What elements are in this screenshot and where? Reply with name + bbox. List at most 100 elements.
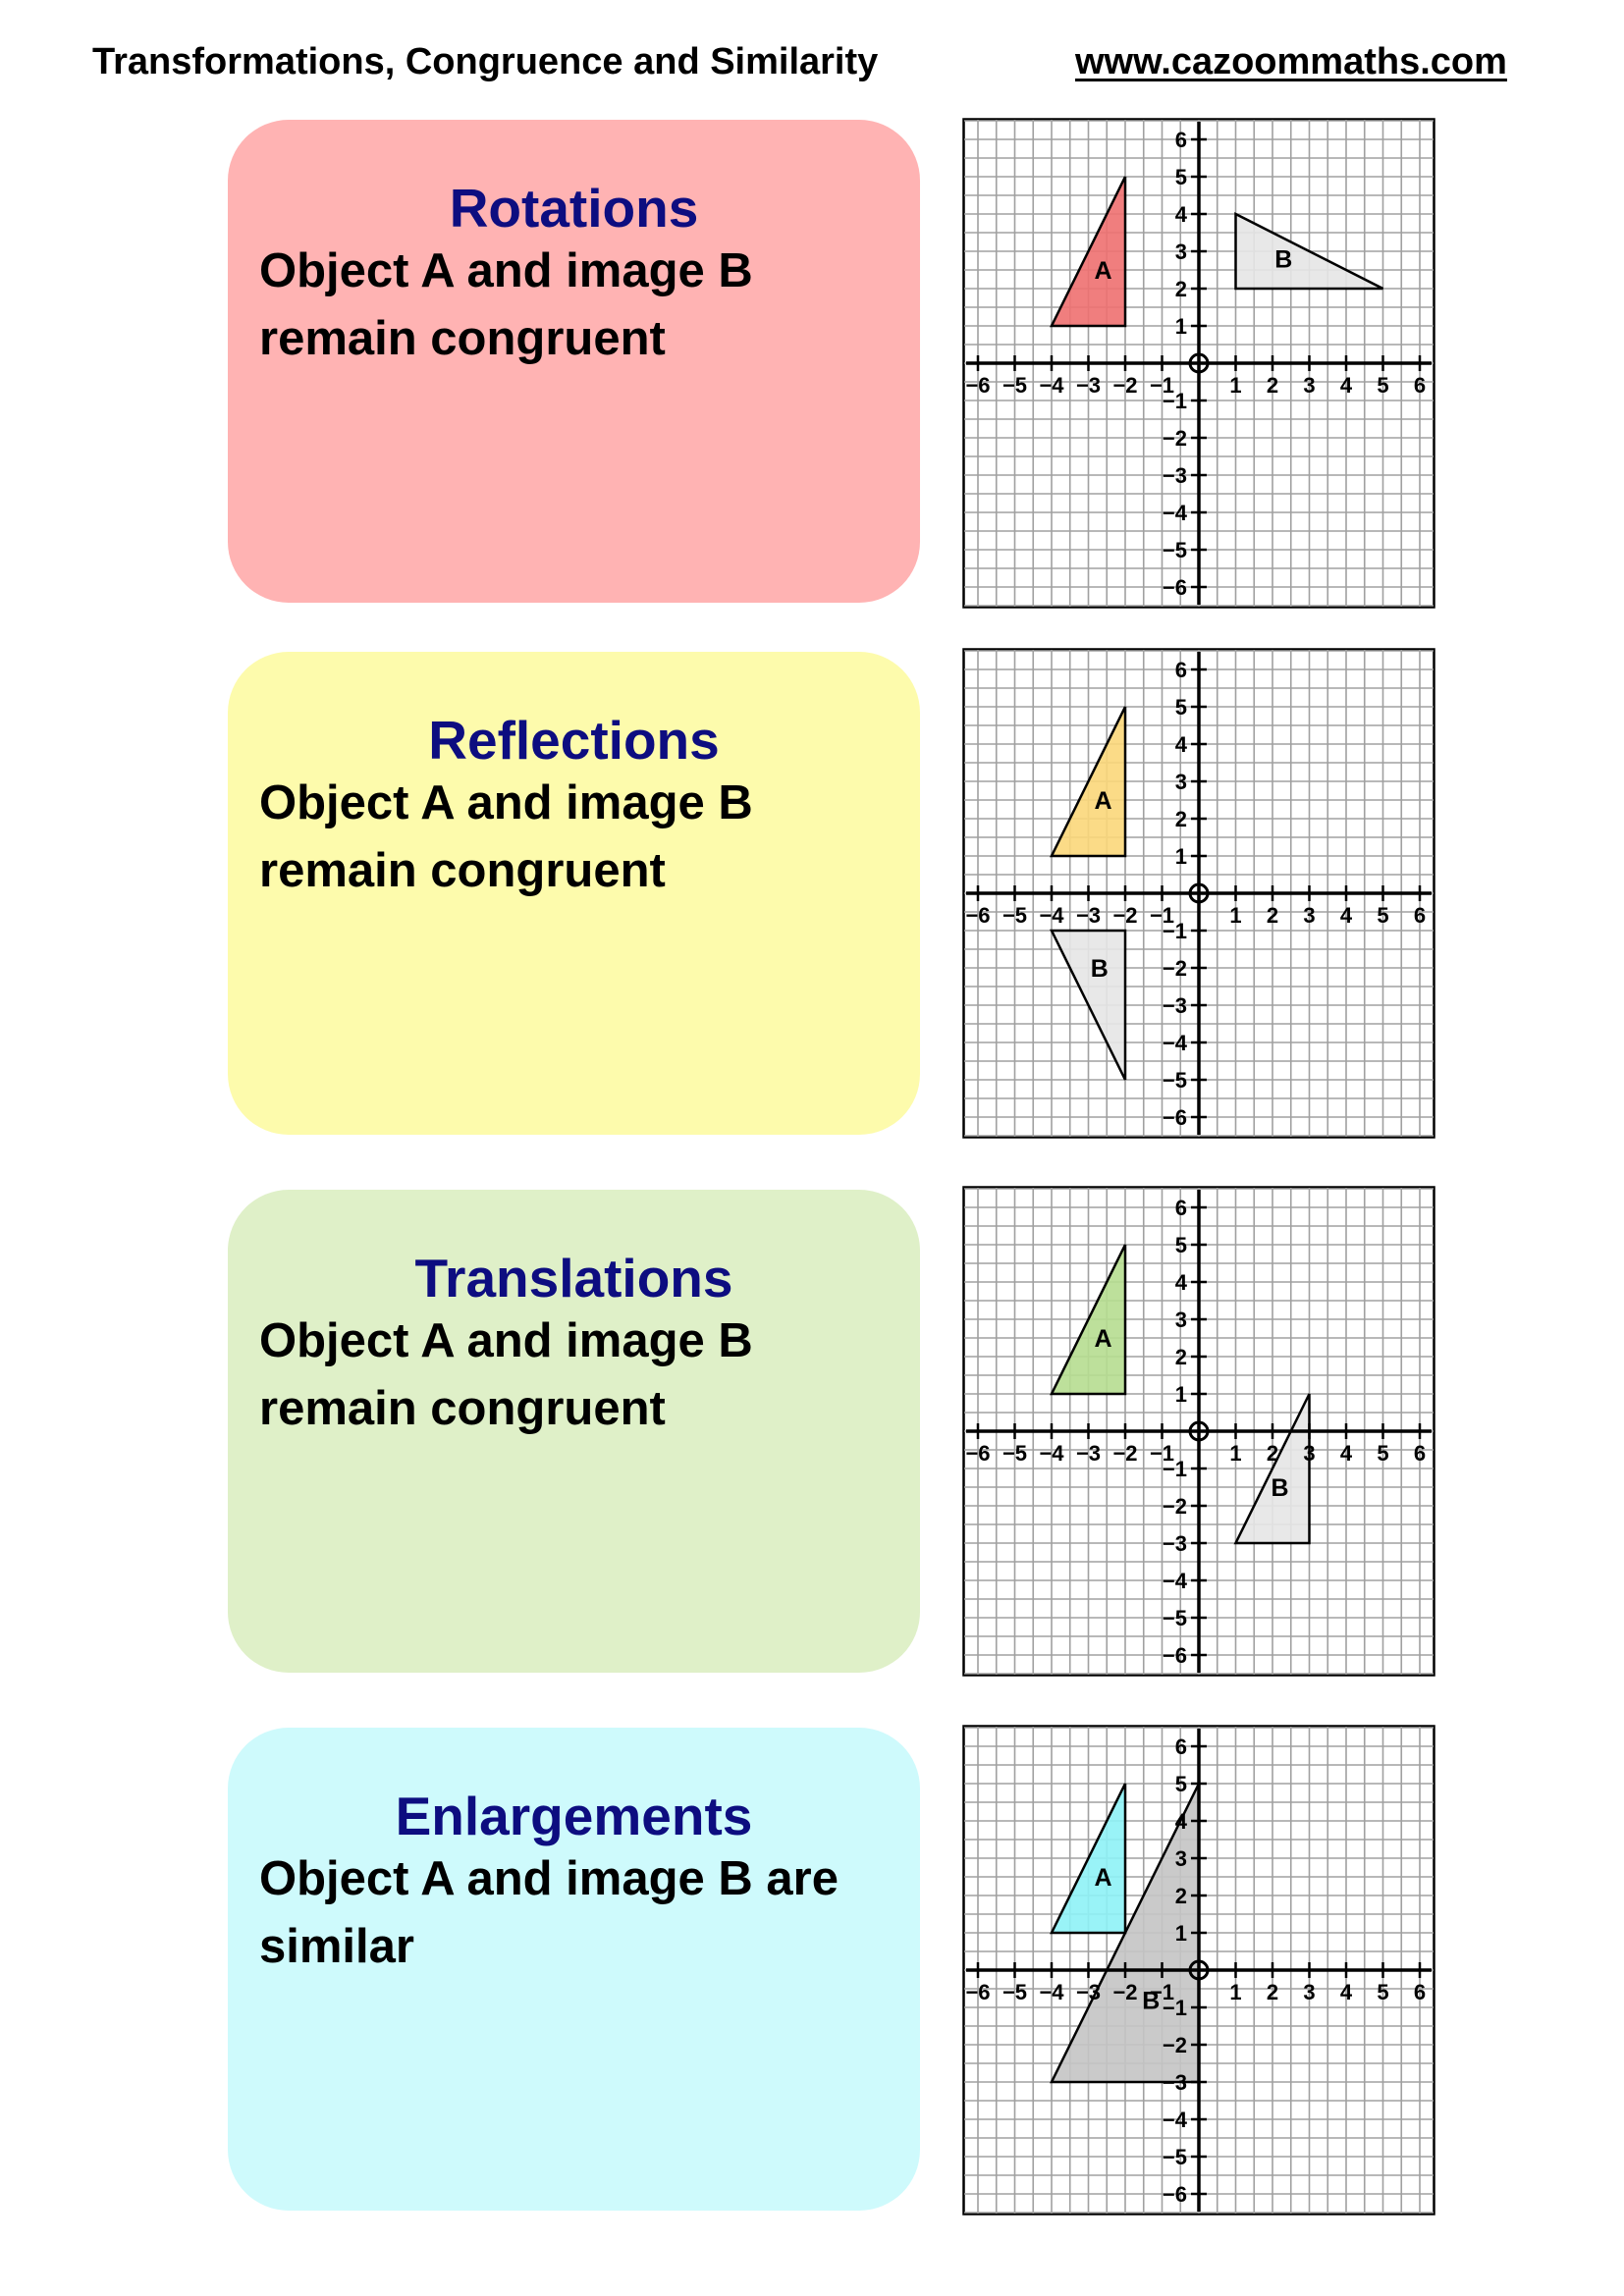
shape-b: [1234, 211, 1384, 291]
x-tick-label: −5: [1002, 1441, 1027, 1466]
x-tick-label: −6: [965, 903, 990, 928]
y-tick-label: −1: [1163, 1457, 1187, 1481]
x-tick-label: −6: [965, 1980, 990, 2004]
y-tick-label: 3: [1175, 240, 1187, 264]
y-tick-label: −6: [1163, 1643, 1187, 1668]
x-tick-label: 5: [1377, 1980, 1388, 2004]
shape-a: [1049, 1244, 1127, 1396]
x-tick-label: 5: [1377, 373, 1388, 398]
origin-marker: [1188, 1959, 1210, 1981]
x-tick-label: −3: [1076, 373, 1101, 398]
y-tick-label: 3: [1175, 1308, 1187, 1332]
x-tick-label: −6: [965, 1441, 990, 1466]
shape-label: B: [1271, 1474, 1288, 1502]
card-title: Rotations: [449, 178, 699, 239]
y-tick-label: −5: [1163, 2145, 1187, 2169]
x-tick-label: 4: [1340, 1980, 1353, 2004]
x-tick-label: 4: [1340, 903, 1353, 928]
card-text-line: Object A and image B: [259, 776, 753, 829]
x-tick-label: 1: [1229, 903, 1241, 928]
card-title: Enlargements: [395, 1786, 753, 1846]
x-tick-label: 2: [1267, 373, 1278, 398]
shape-label: B: [1091, 955, 1109, 983]
website-link[interactable]: www.cazoommaths.com: [1075, 41, 1507, 82]
x-tick-label: −5: [1002, 903, 1027, 928]
x-tick-label: 2: [1267, 1980, 1278, 2004]
origin-marker: [1188, 1420, 1210, 1442]
origin-marker: [1188, 352, 1210, 374]
shape-label: A: [1094, 1325, 1111, 1353]
y-tick-label: −6: [1163, 2182, 1187, 2207]
shape-a: [1049, 176, 1127, 328]
x-tick-label: 6: [1414, 373, 1426, 398]
y-tick-label: −5: [1163, 1606, 1187, 1630]
x-tick-label: −1: [1150, 1441, 1174, 1466]
y-tick-label: −6: [1163, 1105, 1187, 1130]
x-tick-label: −2: [1112, 373, 1137, 398]
y-tick-label: −4: [1163, 2108, 1188, 2132]
x-tick-label: −3: [1076, 1980, 1101, 2004]
y-tick-label: −3: [1163, 1531, 1187, 1556]
shape-b: [1049, 929, 1127, 1081]
x-tick-label: −4: [1039, 1980, 1064, 2004]
y-tick-label: −3: [1163, 2070, 1187, 2095]
card-enlargements: Enlargements Object A and image B are si…: [228, 1728, 920, 2211]
card-text-line: Object A and image B: [259, 244, 753, 297]
shape-label: A: [1094, 787, 1111, 815]
x-tick-label: −2: [1112, 1441, 1137, 1466]
y-tick-label: −5: [1163, 538, 1187, 562]
y-tick-label: 4: [1175, 1809, 1188, 1834]
y-tick-label: −1: [1163, 389, 1187, 413]
y-tick-label: 1: [1175, 844, 1187, 869]
x-tick-label: −4: [1039, 1441, 1064, 1466]
x-tick-label: 4: [1340, 373, 1353, 398]
card-reflections: Reflections Object A and image B remain …: [228, 652, 920, 1135]
shape-a: [1049, 706, 1127, 858]
y-tick-label: 2: [1175, 807, 1187, 831]
y-tick-label: −2: [1163, 2033, 1187, 2057]
card-title: Reflections: [428, 710, 720, 771]
card-text-line: similar: [259, 1920, 414, 1973]
x-tick-label: 3: [1303, 1441, 1315, 1466]
page-title: Transformations, Congruence and Similari…: [92, 41, 879, 82]
y-tick-label: −4: [1163, 1569, 1188, 1593]
card-text-line: remain congruent: [259, 1382, 666, 1435]
x-tick-label: 1: [1229, 1980, 1241, 2004]
y-tick-label: −3: [1163, 993, 1187, 1018]
y-tick-label: 6: [1175, 128, 1187, 152]
card-text-line: Object A and image B: [259, 1314, 753, 1367]
x-tick-label: 2: [1267, 903, 1278, 928]
shape-label: B: [1142, 1987, 1160, 2014]
y-tick-label: 4: [1175, 202, 1188, 227]
x-tick-label: 4: [1340, 1441, 1353, 1466]
y-tick-label: 2: [1175, 277, 1187, 301]
x-tick-label: −1: [1150, 373, 1174, 398]
y-tick-label: 1: [1175, 314, 1187, 339]
y-tick-label: 3: [1175, 1846, 1187, 1871]
x-tick-label: 5: [1377, 903, 1388, 928]
x-tick-label: 6: [1414, 1980, 1426, 2004]
shape-label: A: [1094, 257, 1111, 285]
card-translations: Translations Object A and image B remain…: [228, 1190, 920, 1673]
card-text-line: remain congruent: [259, 844, 666, 897]
y-tick-label: −2: [1163, 956, 1187, 981]
y-tick-label: 6: [1175, 1196, 1187, 1220]
shape-label: A: [1094, 1864, 1111, 1892]
x-tick-label: 3: [1303, 903, 1315, 928]
y-tick-label: 6: [1175, 658, 1187, 682]
x-tick-label: 1: [1229, 1441, 1241, 1466]
y-tick-label: 2: [1175, 1884, 1187, 1908]
y-tick-label: −3: [1163, 463, 1187, 488]
shape-a: [1049, 1783, 1127, 1935]
y-tick-label: 5: [1175, 695, 1187, 720]
card-rotations: Rotations Object A and image B remain co…: [228, 120, 920, 603]
x-tick-label: −4: [1039, 903, 1064, 928]
x-tick-label: −5: [1002, 1980, 1027, 2004]
y-tick-label: 5: [1175, 165, 1187, 189]
